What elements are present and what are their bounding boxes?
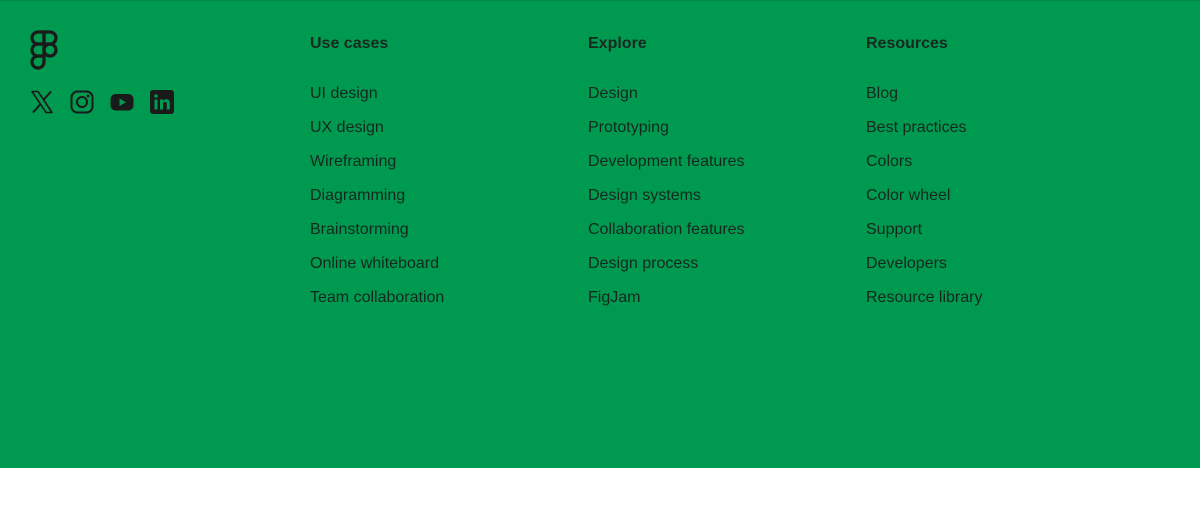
footer-link-blog[interactable]: Blog [866, 85, 899, 102]
footer-column-explore: Explore Design Prototyping Development f… [588, 34, 745, 322]
linkedin-icon [150, 90, 174, 114]
social-links [30, 90, 174, 114]
column-heading: Explore [588, 35, 647, 52]
linkedin-link[interactable] [150, 90, 174, 114]
footer-link-design-systems[interactable]: Design systems [588, 187, 701, 204]
instagram-icon [70, 90, 94, 114]
footer-link-developers[interactable]: Developers [866, 255, 947, 272]
column-heading: Use cases [310, 35, 389, 52]
youtube-icon [110, 94, 134, 111]
footer-link-ux-design[interactable]: UX design [310, 119, 384, 136]
footer-link-color-wheel[interactable]: Color wheel [866, 187, 951, 204]
footer-link-best-practices[interactable]: Best practices [866, 119, 967, 136]
footer-link-support[interactable]: Support [866, 221, 923, 238]
footer-link-collaboration-features[interactable]: Collaboration features [588, 221, 745, 238]
footer-link-wireframing[interactable]: Wireframing [310, 153, 397, 170]
figma-logo-icon [30, 30, 58, 70]
footer-brand [30, 30, 190, 70]
youtube-link[interactable] [110, 90, 134, 114]
footer-link-design[interactable]: Design [588, 85, 638, 102]
footer-link-resource-library[interactable]: Resource library [866, 289, 983, 306]
footer-link-team-collaboration[interactable]: Team collaboration [310, 289, 445, 306]
footer-link-online-whiteboard[interactable]: Online whiteboard [310, 255, 439, 272]
footer-link-development-features[interactable]: Development features [588, 153, 745, 170]
site-footer: Use cases UI design UX design Wireframin… [0, 0, 1200, 468]
footer-column-resources: Resources Blog Best practices Colors Col… [866, 34, 982, 322]
x-icon [31, 90, 53, 114]
instagram-link[interactable] [70, 90, 94, 114]
footer-link-design-process[interactable]: Design process [588, 255, 699, 272]
footer-link-figjam[interactable]: FigJam [588, 289, 641, 306]
footer-link-prototyping[interactable]: Prototyping [588, 119, 669, 136]
footer-link-ui-design[interactable]: UI design [310, 85, 378, 102]
footer-link-diagramming[interactable]: Diagramming [310, 187, 406, 204]
figma-logo-link[interactable] [30, 30, 190, 70]
footer-column-use-cases: Use cases UI design UX design Wireframin… [310, 34, 444, 322]
footer-link-brainstorming[interactable]: Brainstorming [310, 221, 409, 238]
footer-link-colors[interactable]: Colors [866, 153, 913, 170]
column-heading: Resources [866, 35, 948, 52]
x-link[interactable] [30, 90, 54, 114]
